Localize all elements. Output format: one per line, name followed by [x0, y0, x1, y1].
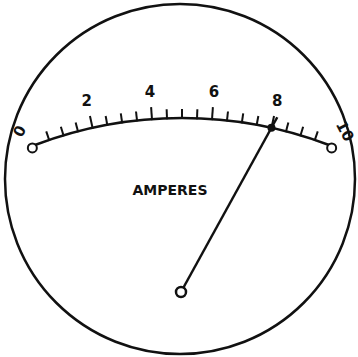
pointer-dot: [267, 124, 275, 132]
pivot: [176, 287, 186, 297]
unit-label: AMPERES: [132, 183, 207, 197]
scale-number: 6: [209, 85, 219, 100]
tick-mark: [150, 107, 153, 120]
scale-number: 2: [81, 94, 91, 109]
tick-mark: [227, 112, 228, 122]
tick-mark: [211, 107, 214, 120]
tick-mark: [121, 113, 122, 123]
tick-mark: [181, 109, 183, 119]
tick-mark: [315, 131, 318, 140]
scale-arc: [35, 118, 329, 145]
pointer: [181, 117, 277, 292]
tick-mark: [90, 116, 93, 129]
scale-number: 8: [272, 94, 282, 109]
tick-mark: [166, 109, 168, 119]
scale-number: 4: [145, 85, 155, 100]
tick-mark: [136, 112, 137, 122]
tick-mark: [76, 123, 79, 133]
tick-mark: [46, 131, 49, 140]
tick-mark: [300, 127, 303, 137]
scale: [28, 107, 336, 152]
tick-mark: [106, 116, 108, 126]
tick-mark: [196, 109, 198, 119]
end-stop: [327, 143, 336, 152]
needle: [176, 117, 277, 297]
tick-mark: [242, 113, 243, 123]
tick-mark: [61, 127, 64, 137]
end-stop: [28, 143, 37, 152]
tick-mark: [286, 123, 289, 133]
meter-case: [5, 4, 355, 354]
tick-mark: [257, 116, 259, 126]
